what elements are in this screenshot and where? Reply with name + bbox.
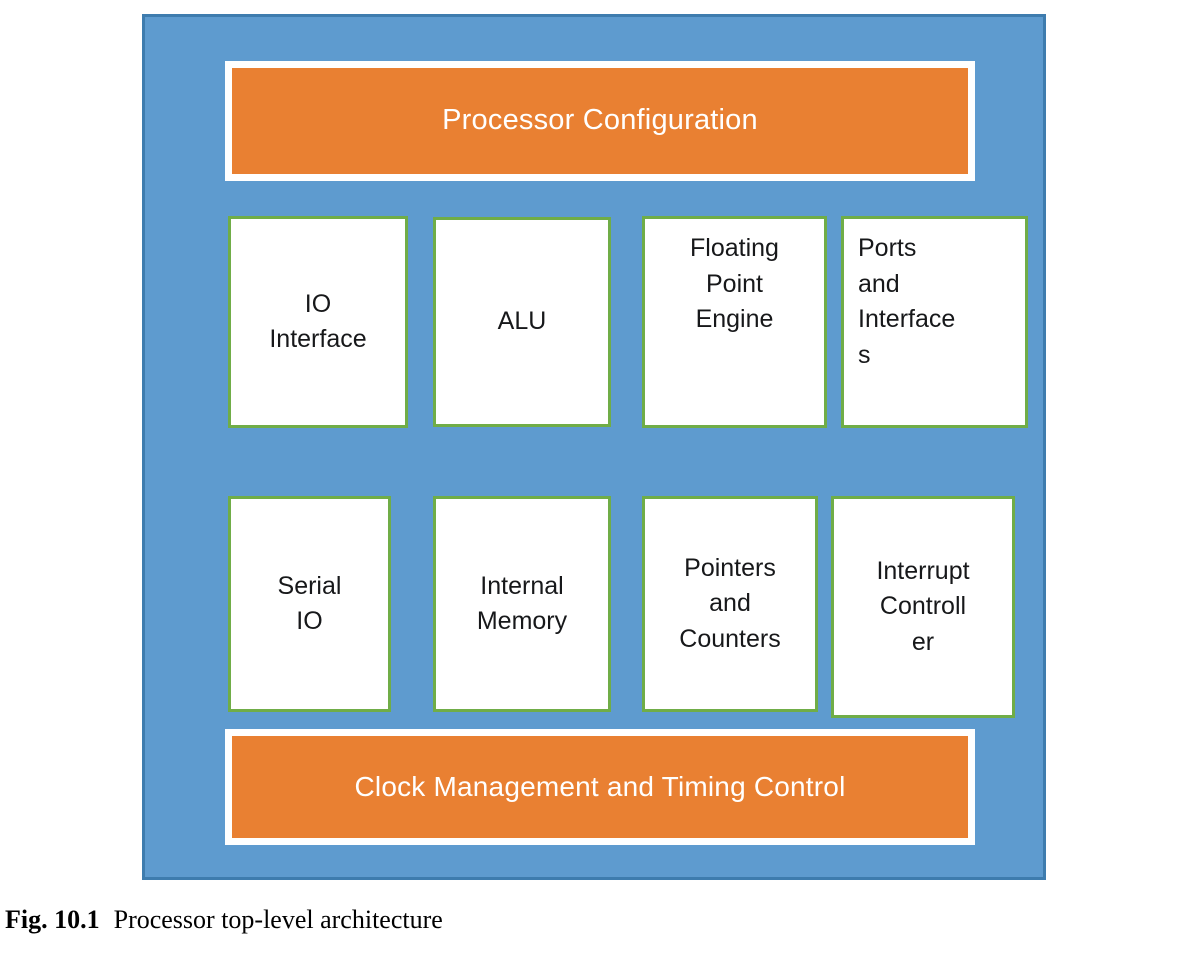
block-label-alu: ALU (497, 307, 547, 336)
block-clock-management-and-timing-control: Clock Management and Timing Control (225, 729, 975, 845)
block-alu: ALU (433, 217, 611, 427)
figure-caption: Fig. 10.1 Processor top-level architectur… (5, 905, 1105, 935)
block-label-processor-configuration: Processor Configuration (442, 104, 758, 137)
figure-caption-text: Processor top-level architecture (113, 905, 443, 934)
block-label-clock-management-and-timing-control: Clock Management and Timing Control (354, 770, 846, 802)
block-processor-configuration: Processor Configuration (225, 61, 975, 181)
figure-caption-number: Fig. 10.1 (5, 905, 100, 934)
